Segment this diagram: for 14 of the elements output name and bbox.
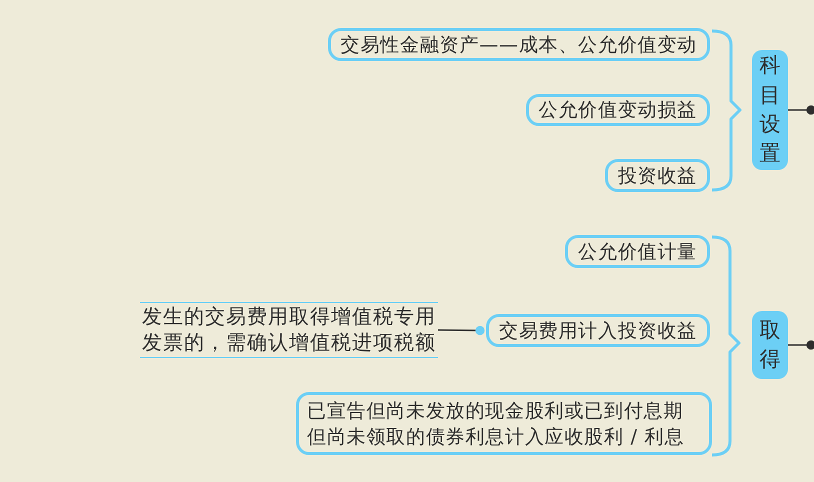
subtopic-box: 投资收益: [604, 159, 710, 192]
subtopic-box: 公允价值变动损益: [526, 94, 710, 126]
subtopic-box: 公允价值计量: [565, 235, 710, 268]
connector-line: [788, 340, 814, 350]
topic-text: 取得: [760, 316, 780, 373]
annotation-text: 发生的交易费用取得增值税专用发票的，需确认增值税进项税额: [140, 302, 438, 358]
subtopic-box: 交易性金融资产——成本、公允价值变动: [328, 28, 710, 61]
topic-box: [752, 50, 788, 170]
connector-line: [438, 326, 485, 336]
subtopic-box: 已宣告但尚未发放的现金股利或已到付息期但尚未领取的债券利息计入应收股利 / 利息: [296, 392, 712, 455]
topic-text: 科目设置: [760, 52, 780, 168]
connector-line: [788, 105, 814, 115]
subtopic-box: 交易费用计入投资收益: [486, 314, 710, 347]
topic-box: [752, 311, 788, 379]
